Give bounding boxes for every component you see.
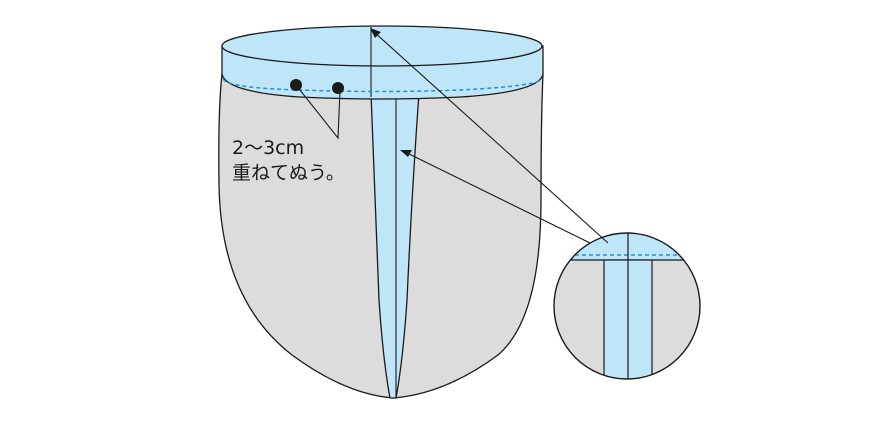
leader-line: [295, 84, 341, 140]
magnifier-detail: [553, 232, 701, 380]
annotation-line-1: 2～3cm: [232, 137, 304, 159]
arrow-to-waistband: [370, 28, 609, 244]
arrow-to-strip: [400, 150, 591, 244]
waistband-top: [221, 25, 543, 67]
annotation-line-2: 重ねてぬう。: [232, 162, 345, 184]
stitch-line: [222, 78, 543, 93]
marker-dot-right: [332, 82, 344, 94]
